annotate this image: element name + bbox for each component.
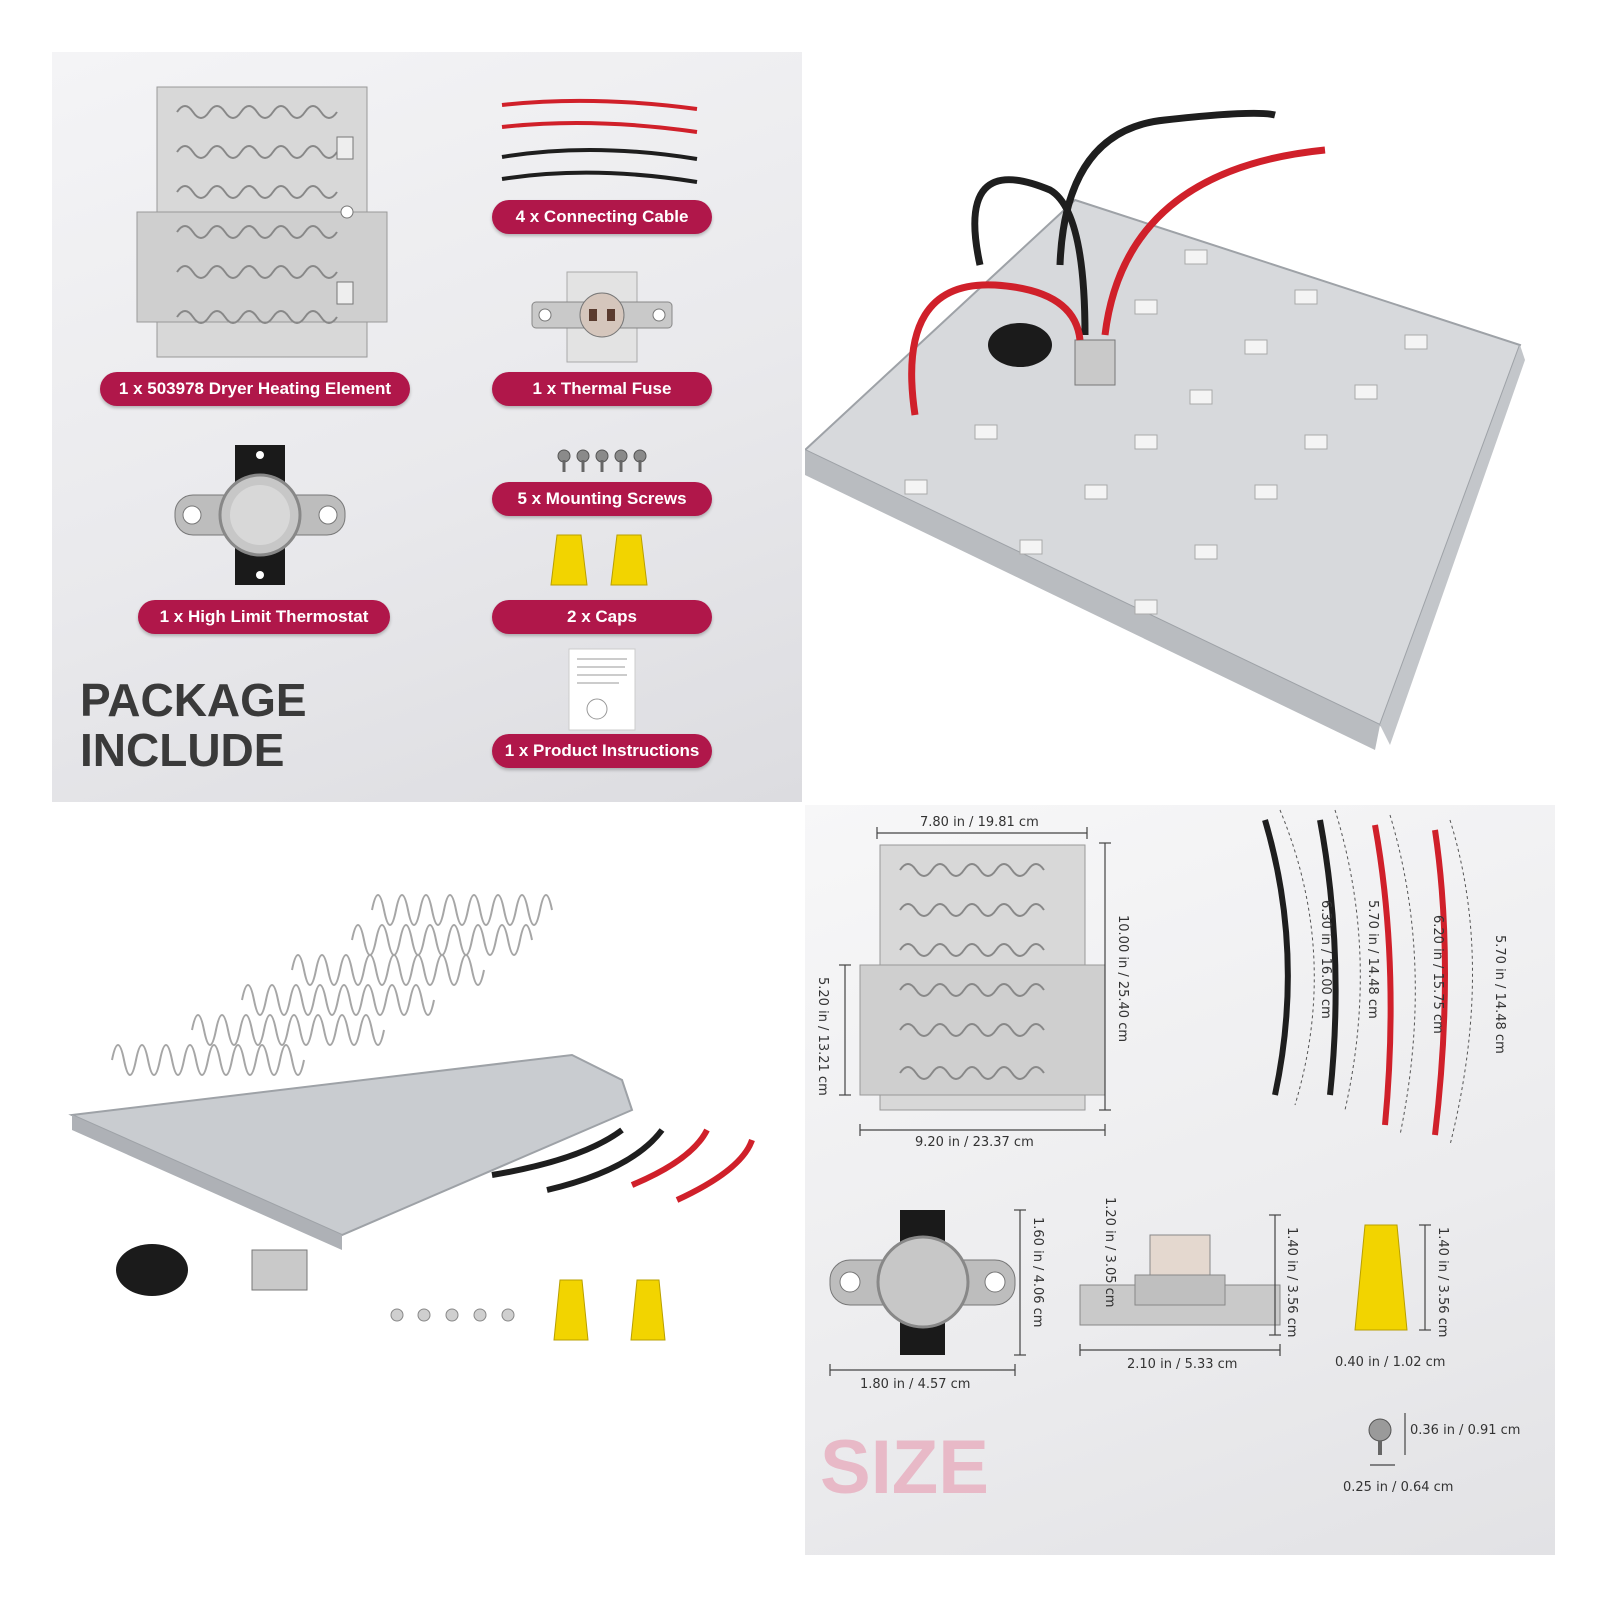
connecting-cables-image	[501, 98, 698, 184]
dim-element-base: 9.20 in / 23.37 cm	[915, 1135, 1034, 1150]
size-title: SIZE	[820, 1425, 989, 1510]
high-limit-thermostat-image	[174, 445, 346, 585]
thermal-fuse-image	[531, 271, 673, 363]
dim-cable-3: 6.20 in / 15.75 cm	[1430, 915, 1445, 1034]
package-title-line1: PACKAGE	[80, 674, 307, 726]
item-label-mounting-screws: 5 x Mounting Screws	[492, 482, 712, 516]
package-title-line2: INCLUDE	[80, 724, 285, 776]
item-label-caps: 2 x Caps	[492, 600, 712, 634]
size-panel: 7.80 in / 19.81 cm 10.00 in / 25.40 cm 5…	[805, 805, 1555, 1555]
item-label-product-instructions: 1 x Product Instructions	[492, 734, 712, 768]
dim-cable-1: 6.30 in / 16.00 cm	[1318, 900, 1333, 1019]
dim-thermostat-width: 1.80 in / 4.57 cm	[860, 1377, 971, 1392]
heating-element-image	[136, 86, 388, 358]
package-include-panel: 1 x 503978 Dryer Heating Element 4 x Con…	[52, 52, 802, 802]
dim-screw-width: 0.25 in / 0.64 cm	[1343, 1480, 1454, 1495]
dim-cable-2: 5.70 in / 14.48 cm	[1365, 900, 1380, 1019]
product-instructions-image	[568, 648, 636, 731]
assembled-plate-panel	[805, 90, 1565, 780]
dim-cap-height: 1.40 in / 3.56 cm	[1435, 1227, 1450, 1338]
dim-element-side: 5.20 in / 13.21 cm	[815, 977, 830, 1096]
dim-thermostat-height: 1.60 in / 4.06 cm	[1030, 1217, 1045, 1328]
size-diagram-image	[829, 809, 1473, 1466]
components-image	[68, 894, 755, 1341]
dim-element-height: 10.00 in / 25.40 cm	[1115, 915, 1130, 1043]
dim-fuse-height: 1.40 in / 3.56 cm	[1284, 1227, 1299, 1338]
item-label-thermal-fuse: 1 x Thermal Fuse	[492, 372, 712, 406]
dim-cable-4: 5.70 in / 14.48 cm	[1492, 935, 1507, 1054]
dim-screw-height: 0.36 in / 0.91 cm	[1410, 1423, 1521, 1438]
mounting-screws-image	[557, 449, 647, 472]
caps-image	[550, 534, 648, 586]
dim-element-width: 7.80 in / 19.81 cm	[920, 815, 1039, 830]
dim-fuse-height-top: 1.20 in / 3.05 cm	[1102, 1197, 1117, 1308]
item-label-heating-element: 1 x 503978 Dryer Heating Element	[100, 372, 410, 406]
dim-cap-width: 0.40 in / 1.02 cm	[1335, 1355, 1446, 1370]
item-label-connecting-cable: 4 x Connecting Cable	[492, 200, 712, 234]
assembled-heater-image	[805, 109, 1525, 750]
item-label-high-limit-thermostat: 1 x High Limit Thermostat	[138, 600, 390, 634]
dim-fuse-width: 2.10 in / 5.33 cm	[1127, 1357, 1238, 1372]
components-panel	[52, 860, 802, 1510]
